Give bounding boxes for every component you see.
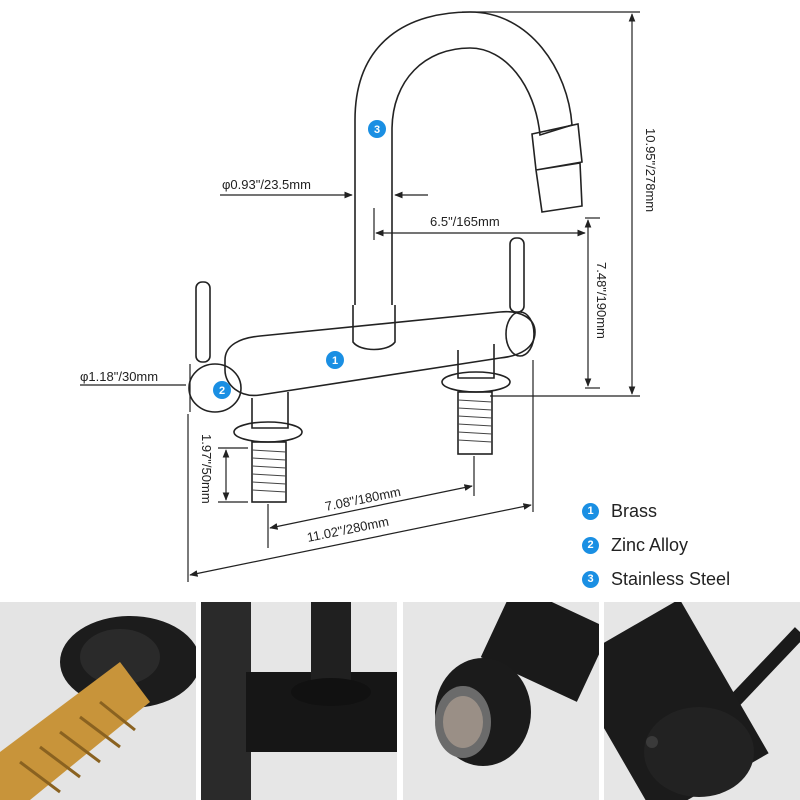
total-height-label: 10.95"/278mm (643, 128, 658, 212)
marker-spout: 3 (368, 120, 386, 138)
legend-item-zinc-alloy: 2 Zinc Alloy (582, 528, 782, 562)
faucet-dimension-diagram: 3 1 2 (80, 11, 658, 582)
photo-handle (604, 602, 800, 800)
spout-collar (352, 305, 396, 351)
right-shank (457, 391, 493, 455)
legend-badge: 1 (582, 502, 599, 520)
detail-photos (0, 602, 800, 800)
faucet-body (224, 310, 536, 397)
shank-threads (251, 399, 493, 493)
photo-spout-joint (201, 602, 397, 800)
spout-height-label: 7.48"/190mm (594, 262, 609, 339)
svg-text:1: 1 (332, 355, 338, 367)
legend-badge: 2 (582, 536, 599, 554)
legend-item-brass: 1 Brass (582, 494, 782, 528)
faucet-drawing (188, 11, 583, 503)
spout-reach-label: 6.5"/165mm (430, 214, 500, 229)
materials-legend: 1 Brass 2 Zinc Alloy 3 Stainless Steel (582, 494, 782, 596)
right-end-cap (505, 311, 535, 357)
legend-label: Stainless Steel (611, 568, 731, 589)
left-handle (195, 281, 211, 363)
legend-item-stainless-steel: 3 Stainless Steel (582, 562, 782, 596)
aerator (531, 123, 583, 213)
left-leg (251, 392, 289, 429)
photo-threaded-shank (0, 602, 196, 800)
center-spacing-label: 7.08"/180mm (324, 484, 402, 514)
legend-label: Zinc Alloy (611, 534, 689, 555)
right-mount-ring (441, 371, 511, 393)
legend-label: Brass (611, 500, 658, 521)
right-handle (509, 237, 525, 313)
svg-text:2: 2 (219, 385, 225, 397)
shank-length-label: 1.97"/50mm (199, 434, 214, 504)
marker-body: 1 (326, 351, 344, 369)
handle-diameter-label: φ1.18"/30mm (80, 369, 158, 384)
spout-diameter-label: φ0.93"/23.5mm (222, 177, 311, 192)
photo-aerator (403, 602, 599, 800)
marker-handle: 2 (213, 381, 231, 399)
gooseneck-spout (354, 11, 573, 305)
left-shank (251, 441, 287, 503)
svg-text:3: 3 (374, 124, 380, 136)
left-end-cap (188, 363, 242, 413)
right-leg (457, 344, 495, 379)
legend-badge: 3 (582, 570, 599, 588)
left-mount-ring (233, 421, 303, 443)
